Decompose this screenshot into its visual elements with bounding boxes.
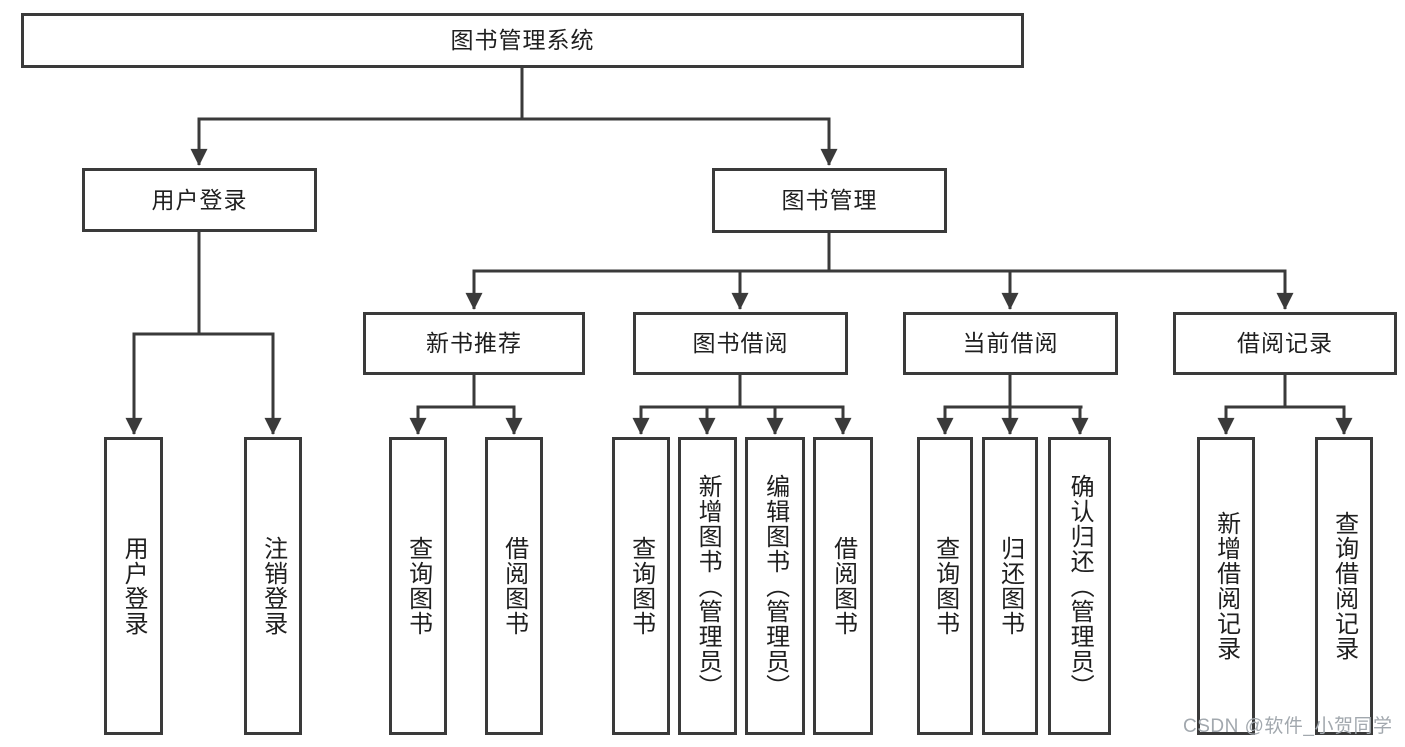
node-leaf-edit-books-admin: 编辑图书（管理员） (745, 437, 805, 735)
node-leaf-borrow-books-recommend: 借阅图书 (485, 437, 543, 735)
node-leaf-query-books-recommend: 查询图书 (389, 437, 447, 735)
node-leaf-logout: 注销登录 (244, 437, 302, 735)
node-leaf-confirm-return-admin: 确认归还（管理员） (1048, 437, 1111, 735)
node-current-borrow: 当前借阅 (903, 312, 1118, 375)
node-leaf-return-books: 归还图书 (982, 437, 1038, 735)
csdn-watermark: CSDN @软件_小贺同学 (1183, 716, 1393, 737)
node-leaf-add-books-admin: 新增图书（管理员） (678, 437, 737, 735)
node-user-login: 用户登录 (82, 168, 317, 232)
node-root-system: 图书管理系统 (21, 13, 1024, 68)
connector-borrow-records (1217, 375, 1353, 435)
node-book-borrow: 图书借阅 (633, 312, 848, 375)
connector-book-management (465, 233, 1294, 310)
node-leaf-add-borrow-record: 新增借阅记录 (1197, 437, 1255, 735)
node-leaf-borrow-books: 借阅图书 (813, 437, 873, 735)
node-leaf-query-borrow-record: 查询借阅记录 (1315, 437, 1373, 735)
node-leaf-query-books-current: 查询图书 (917, 437, 973, 735)
node-book-management: 图书管理 (712, 168, 947, 233)
connector-user-login (125, 232, 282, 435)
node-leaf-query-books-borrow: 查询图书 (612, 437, 670, 735)
node-borrow-records: 借阅记录 (1173, 312, 1397, 375)
node-leaf-user-login: 用户登录 (104, 437, 163, 735)
connector-book-borrow (632, 375, 852, 435)
connector-current-borrow (936, 375, 1089, 435)
node-new-book-recommend: 新书推荐 (363, 312, 585, 375)
connector-new-book-recommend (409, 375, 523, 435)
connector-root (190, 68, 838, 166)
